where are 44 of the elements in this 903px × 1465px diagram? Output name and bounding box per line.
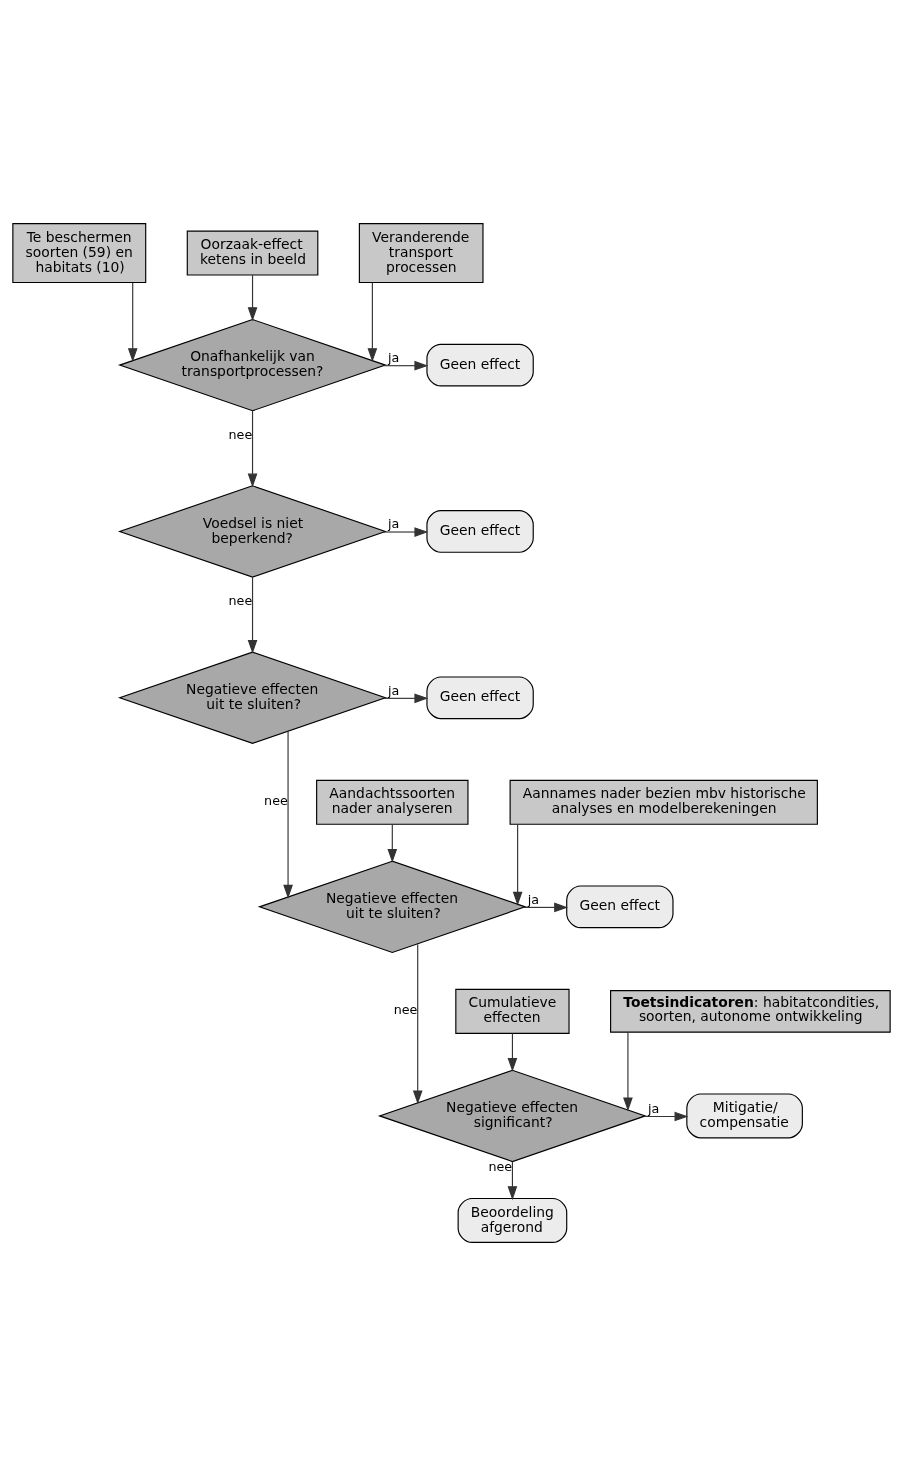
node-box: Mitigatie/ compensatie <box>686 1092 803 1138</box>
node-box: Veranderende transport processen <box>358 222 484 283</box>
edge-label: nee <box>228 592 253 608</box>
arrow <box>367 281 378 362</box>
arrow <box>507 1160 518 1200</box>
node-diamond: Voedsel is niet beperkend? <box>117 484 388 578</box>
edge-label: nee <box>228 426 253 442</box>
arrow <box>383 526 429 537</box>
arrow <box>507 1032 518 1072</box>
arrow <box>643 1111 689 1121</box>
node-diamond: Onafhankelijk van transportprocessen? <box>117 318 388 411</box>
node-box: Geen effect <box>426 509 534 553</box>
node-box: Geen effect <box>426 343 534 386</box>
arrow <box>623 1031 633 1111</box>
arrow <box>127 281 138 362</box>
node-box: Beoordeling afgerond <box>457 1197 568 1243</box>
edge-label: ja <box>388 682 400 698</box>
node-box: Cumulatieve effecten <box>455 988 570 1034</box>
arrow <box>383 360 429 371</box>
edge-label: ja <box>527 891 540 907</box>
node-box: Toetsindicatoren: habitatcondities, soorten, autonome ontwikkeling <box>610 989 891 1033</box>
arrow <box>523 902 569 912</box>
node-diamond: Negatieve effecten significant? <box>377 1069 648 1162</box>
arrow <box>283 730 293 899</box>
node-box: Geen effect <box>426 675 534 719</box>
node-box: Oorzaak-effect ketens in beeld <box>186 230 319 276</box>
arrow <box>247 576 258 654</box>
arrow <box>383 693 429 703</box>
node-diamond: Negatieve effecten uit te sluiten? <box>117 651 388 744</box>
edge-label: ja <box>388 515 400 531</box>
edge-label: nee <box>264 792 288 808</box>
node-box: Aandachtssoorten nader analyseren <box>316 779 469 825</box>
arrow <box>387 823 398 863</box>
node-box: Te beschermen soorten (59) en habitats (10) <box>12 222 147 283</box>
edge-label: ja <box>648 1100 660 1116</box>
arrow <box>247 409 258 487</box>
arrow <box>412 943 423 1104</box>
arrow <box>512 823 523 906</box>
node-box: Geen effect <box>566 884 674 928</box>
node-box: Aannames nader bezien mbv historische analyses en modelberekeningen <box>509 779 818 825</box>
edge-label: nee <box>393 1001 418 1017</box>
arrow <box>247 274 258 321</box>
edge-label: ja <box>388 349 400 365</box>
node-diamond: Negatieve effecten uit te sluiten? <box>257 860 527 953</box>
